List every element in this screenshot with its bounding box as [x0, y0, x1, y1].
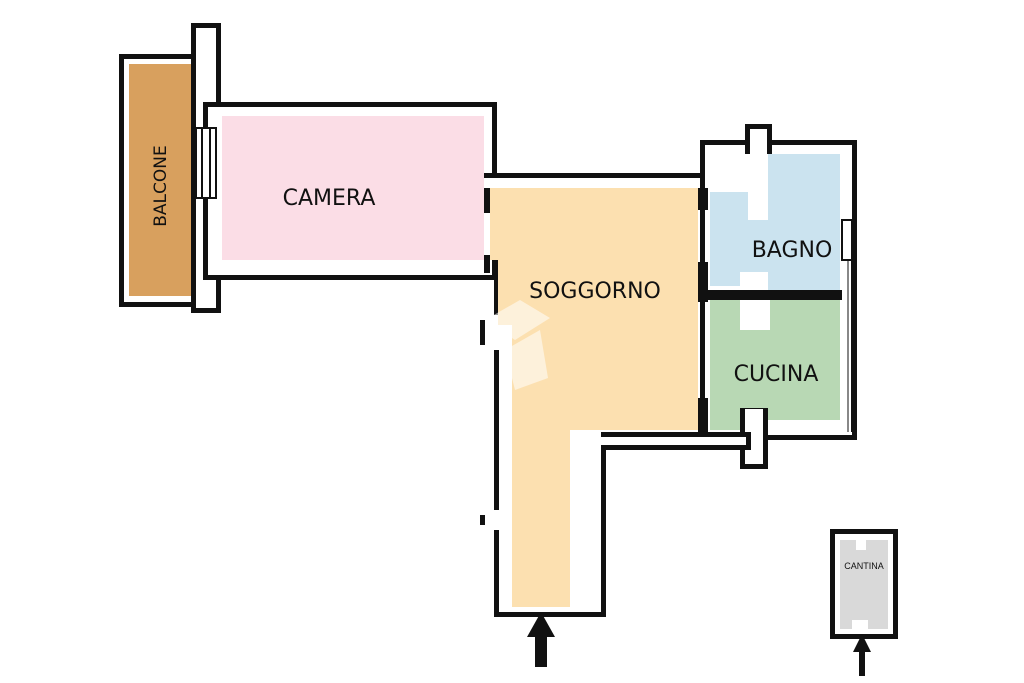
up-arrow-icon	[527, 612, 555, 667]
room-bagno	[710, 154, 840, 292]
up-arrow-icon	[853, 634, 871, 676]
label-bagno: BAGNO	[752, 238, 833, 263]
interior-walls	[484, 188, 842, 432]
label-balcone: BALCONE	[151, 145, 171, 226]
room-camera	[222, 116, 484, 260]
room-balcone	[129, 64, 191, 296]
label-soggiorno: SOGGORNO	[529, 279, 661, 304]
rooms	[129, 64, 888, 629]
room-soggiorno	[490, 188, 698, 607]
label-cucina: CUCINA	[734, 362, 819, 387]
label-camera: CAMERA	[283, 186, 376, 211]
room-cantina	[840, 540, 888, 629]
label-cantina: CANTINA	[844, 561, 884, 571]
room-cucina	[710, 300, 840, 430]
watermark	[485, 300, 550, 390]
